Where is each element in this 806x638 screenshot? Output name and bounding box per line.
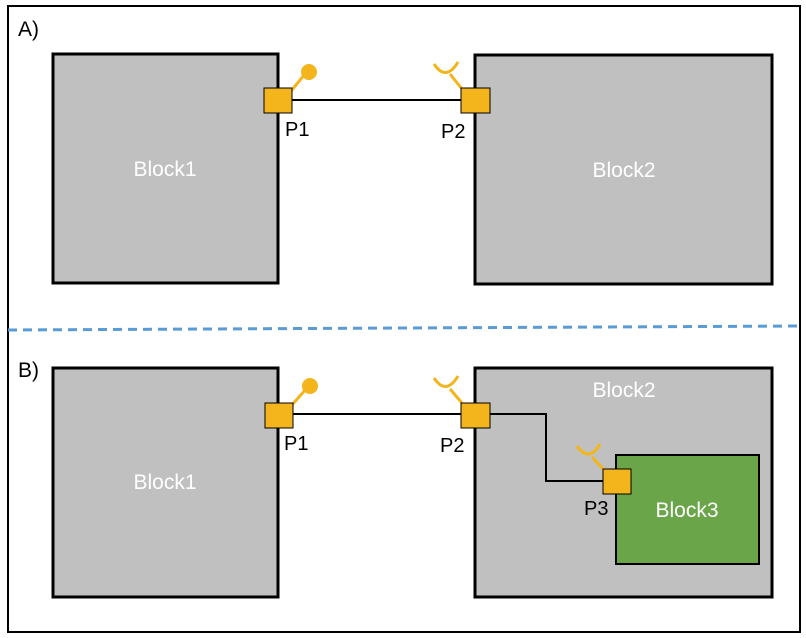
section-b-port-p2-label: P2 (440, 435, 464, 457)
section-divider (7, 324, 801, 332)
section-b-port-p2[interactable] (460, 402, 491, 429)
section-a-block2-label: Block2 (592, 159, 655, 182)
section-b-label: B) (18, 359, 39, 382)
section-b-port-p3[interactable] (602, 468, 632, 495)
section-b-required-interface-icon-p3 (575, 443, 606, 472)
section-a-block2[interactable] (473, 53, 774, 286)
section-b-block1[interactable] (51, 366, 280, 599)
section-b: B) Block1 Block2 Block3 P1 P2 (18, 359, 774, 599)
section-a-port-p1-label: P1 (285, 119, 309, 141)
section-b-port-p1[interactable] (264, 402, 294, 429)
section-a-provided-interface-icon (289, 64, 317, 92)
section-a-label: A) (18, 18, 39, 41)
section-b-port-p1-label: P1 (284, 433, 308, 455)
section-a-required-interface-icon (432, 61, 464, 90)
section-b-required-interface-icon-p2 (432, 375, 464, 404)
section-a-port-p1[interactable] (263, 87, 293, 114)
section-a-block1-label: Block1 (133, 158, 196, 181)
section-b-delegation-p2-p3 (490, 413, 603, 482)
section-b-provided-interface-icon (290, 378, 318, 406)
section-a-port-p2-label: P2 (441, 121, 465, 143)
section-a-block1[interactable] (51, 52, 280, 285)
section-a-port-p2[interactable] (460, 87, 491, 114)
section-b-block2-label: Block2 (592, 379, 655, 402)
section-b-block1-label: Block1 (133, 471, 196, 494)
section-b-block3-label: Block3 (655, 499, 718, 522)
section-b-block3[interactable] (615, 454, 760, 565)
section-b-port-p3-label: P3 (584, 498, 608, 520)
section-a: A) Block1 Block2 P1 P2 (18, 18, 774, 286)
